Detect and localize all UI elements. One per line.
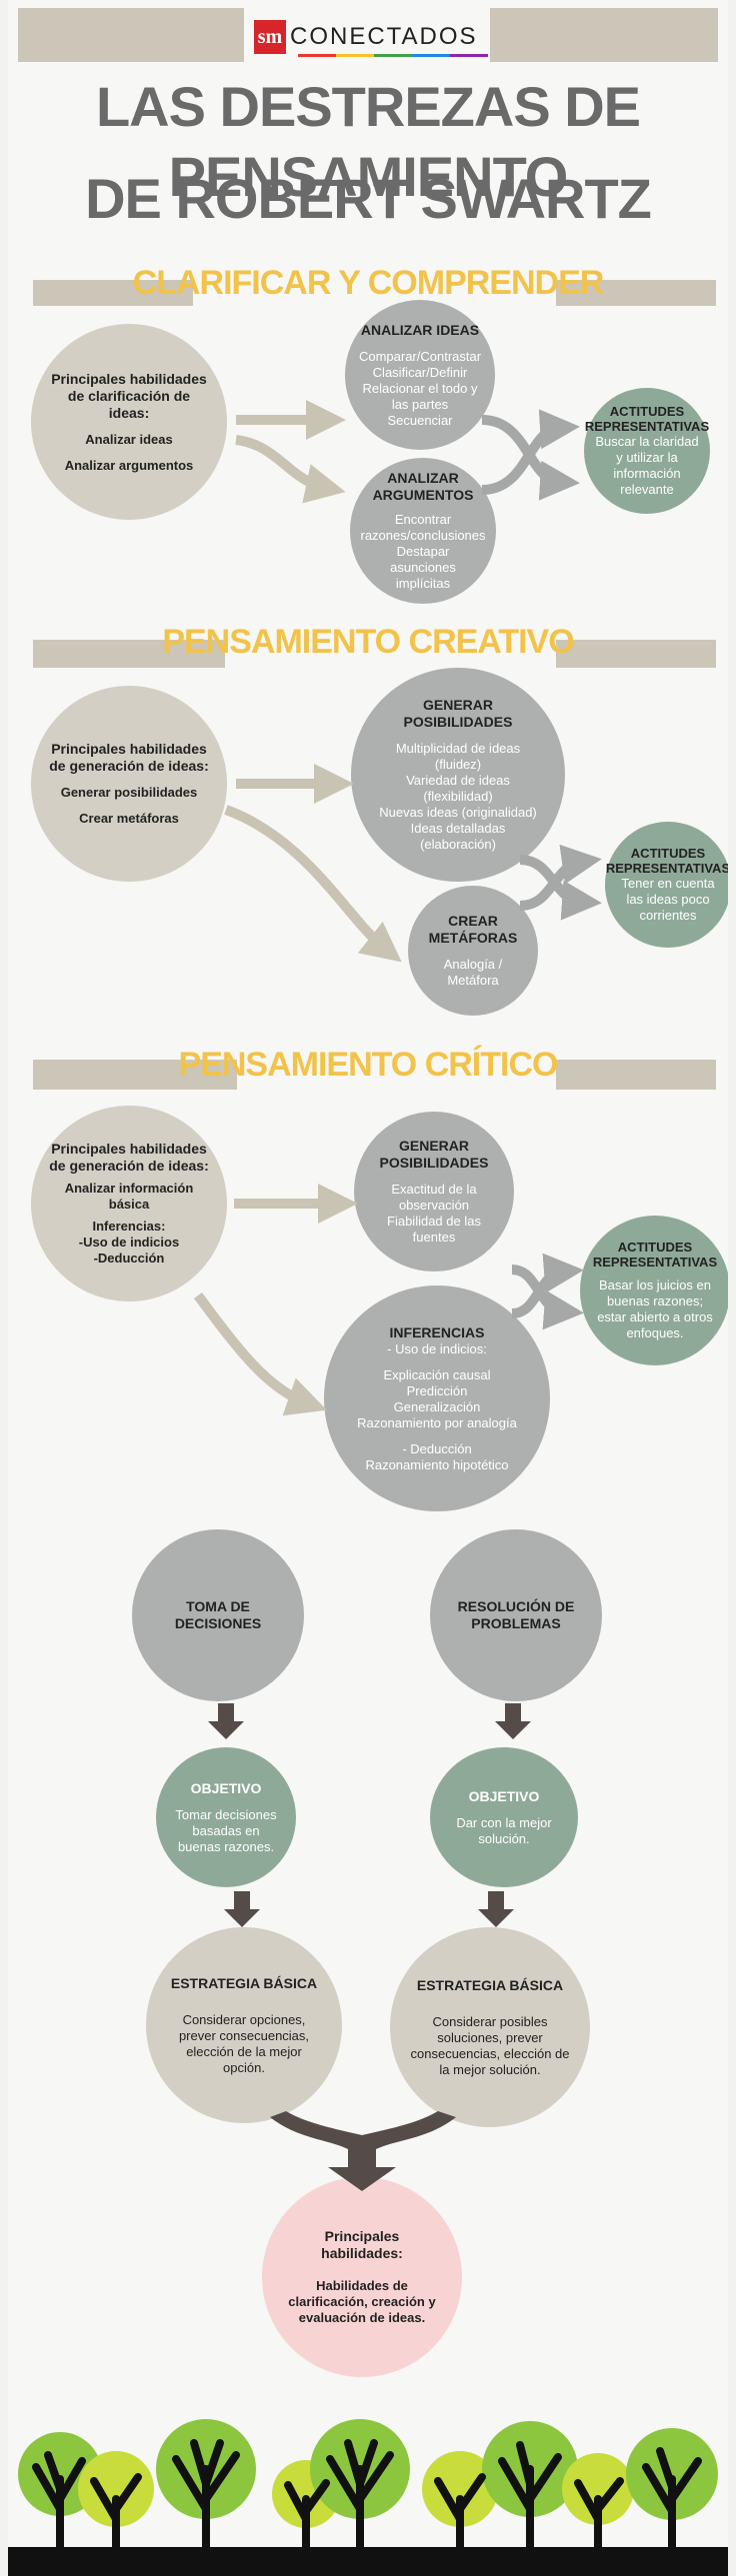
- node-line: Variedad de ideas (flexibilidad): [406, 773, 510, 804]
- infographic: sm CONECTADOS LAS DESTREZAS DE PENSAMIEN…: [8, 0, 728, 2576]
- node-line: Exactitud de la observación: [391, 1182, 477, 1213]
- node-line: Comparar/Contrastar: [358, 348, 482, 364]
- problem-solving-circle: RESOLUCIÓN DE PROBLEMAS: [430, 1529, 602, 1701]
- section1-main-item: Analizar argumentos: [64, 457, 194, 473]
- strategy-text: Considerar posibles soluciones, prever c…: [410, 2013, 570, 2077]
- section3-node1-title: GENERAR POSIBILIDADES: [379, 1138, 489, 1171]
- section1-heading: CLARIFICAR Y COMPRENDER: [132, 264, 605, 302]
- section1-main-title: Principales habilidades de clarificación…: [51, 370, 207, 421]
- node-line: Razonamiento por analogía: [357, 1414, 517, 1430]
- tree-row: [8, 2419, 728, 2576]
- problem-solving-title: RESOLUCIÓN DE PROBLEMAS: [457, 1598, 575, 1631]
- section3-node2-title: INFERENCIAS: [389, 1323, 485, 1340]
- attitudes-text: Buscar la claridad y utilizar la informa…: [595, 434, 699, 497]
- header-bar-left: [18, 8, 244, 62]
- node-line: Secuenciar: [387, 412, 453, 428]
- node-line: Ideas detalladas (elaboración): [410, 821, 506, 852]
- header-bar-right: [490, 8, 718, 62]
- section1-node2-title: ANALIZAR ARGUMENTOS: [372, 470, 474, 503]
- section2-node1-title: GENERAR POSIBILIDADES: [403, 697, 513, 730]
- node-line: Relacionar el todo y las partes: [362, 380, 478, 412]
- objective-text: Dar con la mejor solución.: [456, 1814, 552, 1846]
- section3-node1: GENERAR POSIBILIDADES Exactitud de la ob…: [354, 1112, 514, 1272]
- section1-bar-left: [33, 280, 193, 306]
- decision-making-title: TOMA DE DECISIONES: [174, 1598, 262, 1631]
- node-line: Multiplicidad de ideas (fluidez): [395, 741, 521, 772]
- section3-heading: PENSAMIENTO CRÍTICO: [178, 1046, 559, 1084]
- node-line: Predicción: [406, 1382, 468, 1398]
- node-line: Explicación causal: [383, 1366, 491, 1382]
- attitudes-title: ACTITUDES REPRESENTATIVAS: [605, 846, 728, 876]
- node-line: Generalización: [393, 1398, 481, 1414]
- node-line: - Deducción: [402, 1440, 472, 1456]
- section1-main-item: Analizar ideas: [85, 431, 173, 447]
- sm-logo: sm: [254, 20, 286, 54]
- left-strategy-circle: ESTRATEGIA BÁSICA Considerar opciones, p…: [146, 1927, 342, 2123]
- section1-attitudes: ACTITUDES REPRESENTATIVAS Buscar la clar…: [584, 388, 710, 514]
- section2-node1: GENERAR POSIBILIDADES Multiplicidad de i…: [351, 668, 565, 882]
- section1-node1: ANALIZAR IDEAS Comparar/Contrastar Clasi…: [345, 300, 495, 450]
- strategy-title: ESTRATEGIA BÁSICA: [416, 1976, 564, 1993]
- final-skills-text: Habilidades de clarificación, creación y…: [288, 2278, 436, 2325]
- section3-attitudes: ACTITUDES REPRESENTATIVAS Basar los juic…: [580, 1216, 728, 1365]
- page-title-line2: DE ROBERT SWARTZ: [85, 167, 652, 230]
- section1-node1-title: ANALIZAR IDEAS: [360, 321, 480, 338]
- node-line: Razonamiento hipotético: [365, 1456, 509, 1472]
- section2-bar-left: [33, 640, 225, 668]
- section2-main-item: Generar posibilidades: [60, 785, 198, 800]
- attitudes-text: Tener en cuenta las ideas poco corriente…: [621, 876, 715, 923]
- node-line: Clasificar/Definir: [372, 364, 468, 380]
- section1-node2: ANALIZAR ARGUMENTOS Encontrar razones/co…: [350, 458, 496, 604]
- final-skills-circle: Principales habilidades: Habilidades de …: [262, 2177, 462, 2377]
- section2-main-item: Crear metáforas: [79, 811, 179, 826]
- section3-main-item: -Deducción: [93, 1251, 165, 1266]
- node-line: Analogía / Metáfora: [443, 957, 503, 988]
- left-objective-circle: OBJETIVO Tomar decisiones basadas en bue…: [156, 1747, 296, 1887]
- section2-heading: PENSAMIENTO CREATIVO: [162, 623, 574, 661]
- strategy-title: ESTRATEGIA BÁSICA: [170, 1974, 318, 1991]
- objective-title: OBJETIVO: [468, 1787, 540, 1804]
- final-skills-title: Principales habilidades:: [321, 2228, 403, 2261]
- section2-node2-title: CREAR METÁFORAS: [428, 913, 518, 946]
- section2-main-circle: Principales habilidades de generación de…: [31, 686, 227, 882]
- attitudes-title: ACTITUDES REPRESENTATIVAS: [592, 1240, 718, 1270]
- page-title-line1: LAS DESTREZAS DE PENSAMIENTO: [95, 75, 641, 208]
- node-line: Encontrar razones/conclusiones: [360, 512, 486, 543]
- section1-bar-right: [556, 280, 716, 306]
- attitudes-text: Basar los juicios en buenas razones; est…: [597, 1278, 713, 1340]
- strategy-text: Considerar opciones, prever consecuencia…: [178, 2011, 310, 2075]
- node-line: Destapar asunciones implícitas: [390, 544, 456, 591]
- section3-main-item: Inferencias:: [92, 1219, 166, 1234]
- section3-main-title: Principales habilidades de generación de…: [49, 1141, 209, 1174]
- section3-main-circle: Principales habilidades de generación de…: [31, 1106, 227, 1301]
- node-line: Nuevas ideas (originalidad): [379, 805, 537, 820]
- decision-making-circle: TOMA DE DECISIONES: [132, 1529, 304, 1701]
- section2-node2: CREAR METÁFORAS Analogía / Metáfora: [408, 886, 538, 1016]
- section1-main-circle: Principales habilidades de clarificación…: [31, 324, 227, 520]
- section3-main-item: Analizar información básica: [64, 1181, 194, 1212]
- attitudes-title: ACTITUDES REPRESENTATIVAS: [584, 404, 710, 434]
- brand-underline: [298, 54, 488, 57]
- section3-main-item: -Uso de indicios: [78, 1235, 180, 1250]
- section2-attitudes: ACTITUDES REPRESENTATIVAS Tener en cuent…: [605, 822, 728, 948]
- section3-bar-left: [33, 1060, 237, 1090]
- section3-bar-right: [556, 1060, 716, 1090]
- node-line: - Uso de indicios:: [387, 1340, 487, 1356]
- section2-bar-right: [556, 640, 716, 668]
- section2-main-title: Principales habilidades de generación de…: [49, 741, 209, 774]
- node-line: Fiabilidad de las fuentes: [387, 1214, 481, 1245]
- right-strategy-circle: ESTRATEGIA BÁSICA Considerar posibles so…: [390, 1927, 590, 2127]
- objective-text: Tomar decisiones basadas en buenas razon…: [175, 1806, 277, 1854]
- objective-title: OBJETIVO: [190, 1779, 262, 1796]
- brand-name: CONECTADOS: [290, 23, 478, 50]
- section3-node2: INFERENCIAS - Uso de indicios: Explicaci…: [324, 1286, 550, 1511]
- right-objective-circle: OBJETIVO Dar con la mejor solución.: [430, 1747, 578, 1887]
